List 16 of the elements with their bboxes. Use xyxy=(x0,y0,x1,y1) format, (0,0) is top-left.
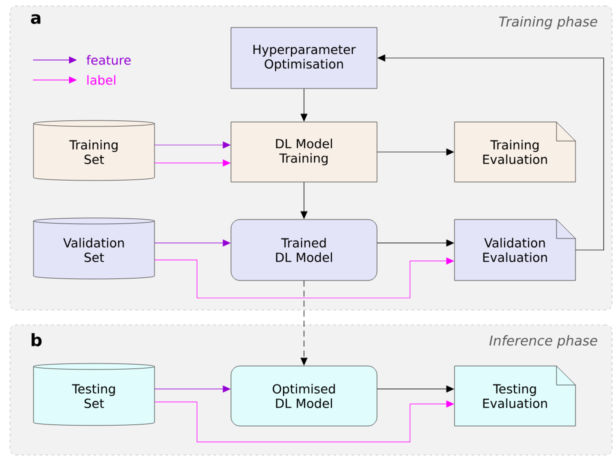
dataset-cylinder: Validation Set xyxy=(33,218,155,280)
dataset-cylinder: Testing Set xyxy=(33,363,155,426)
model-box: Optimised DL Model xyxy=(230,366,378,426)
evaluation-document: Training Evaluation xyxy=(454,122,576,182)
process-box: Hyperparameter Optimisation xyxy=(230,27,378,89)
panel-letter: a xyxy=(30,14,40,24)
evaluation-document: Testing Evaluation xyxy=(454,366,576,426)
legend-text: feature xyxy=(86,55,131,65)
dataset-cylinder: Training Set xyxy=(33,120,155,181)
phase-title: Inference phase xyxy=(489,335,598,348)
phase-title: Training phase xyxy=(499,16,598,30)
model-box: Trained DL Model xyxy=(230,219,378,281)
process-box: DL Model Training xyxy=(230,122,378,182)
legend-text: label xyxy=(87,75,116,85)
panel-letter: b xyxy=(32,333,42,346)
evaluation-document: Validation Evaluation xyxy=(454,219,576,281)
